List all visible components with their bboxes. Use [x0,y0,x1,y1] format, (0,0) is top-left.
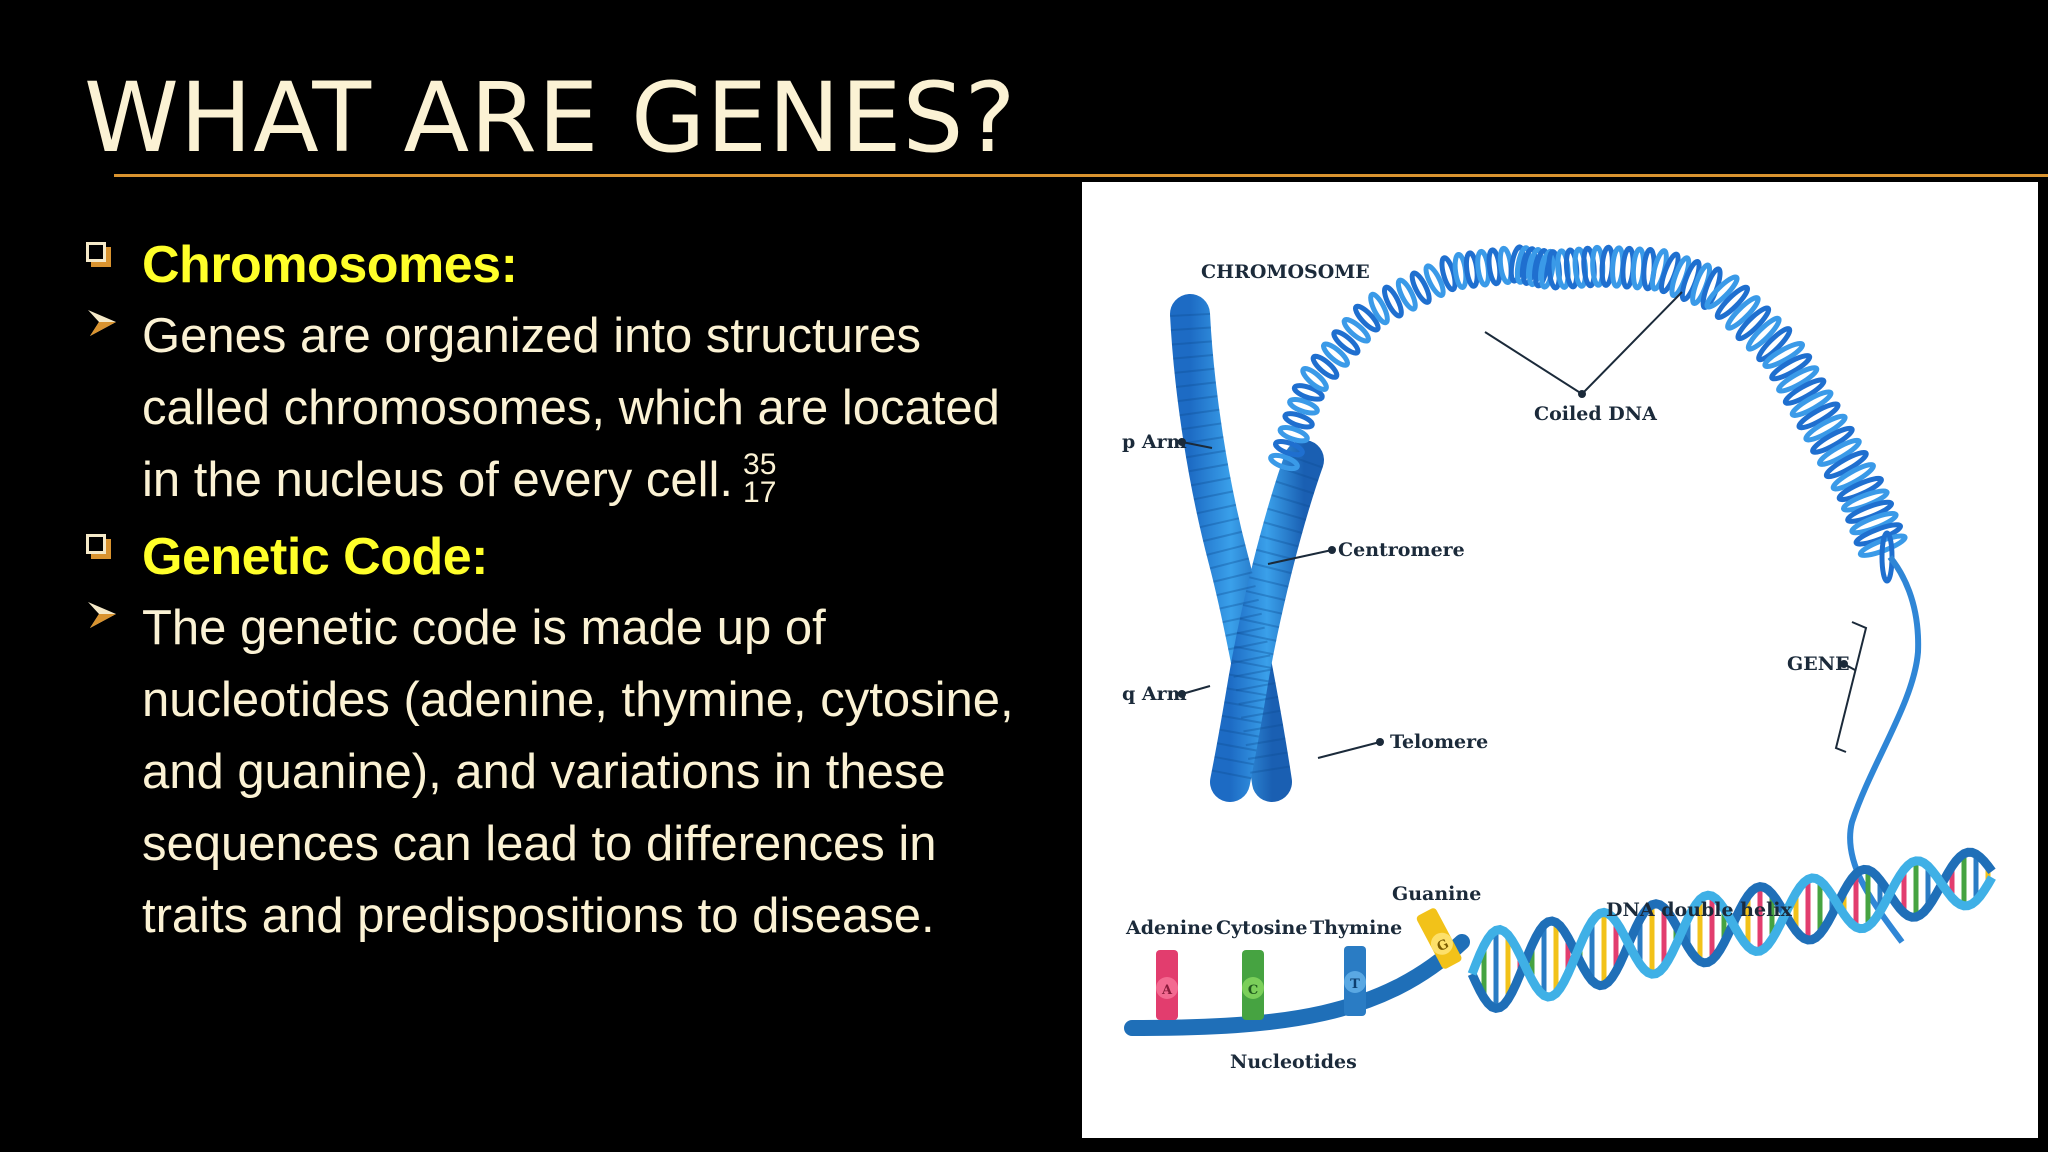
dna-coil-loop [1704,274,1740,310]
checkbox-bullet-icon [86,242,106,262]
dna-coil-loop [1341,317,1371,344]
label-nucleotides: Nucleotides [1230,1051,1357,1073]
nucleotide-thymine: T [1344,946,1366,1016]
dna-coil-loop [1291,383,1325,402]
label-guanine: Guanine [1392,883,1481,905]
dna-coil-loop [1836,475,1884,503]
helix-backbone [1467,856,1996,1002]
base-letter-t: T [1350,977,1360,992]
dna-double-helix-illustration [1467,847,1996,1014]
label-gene: GENE [1787,653,1850,675]
coiled-dna-illustration [1268,244,1908,584]
dna-strand [1847,555,1922,944]
dna-coil-loop [1352,303,1381,333]
dna-coil-loop [1287,397,1320,416]
heading-text: Chromosomes: [142,236,518,294]
label-p-arm: p Arm [1122,431,1187,453]
slide-title: WHAT ARE GENES? [84,62,1017,174]
body-text: Genes are organized into structures call… [142,300,1036,516]
citation-top: 35 [743,448,777,482]
title-underline [114,174,2048,177]
arrow-bullet-icon [88,310,116,336]
nucleotide-cytosine: C [1242,950,1264,1020]
dna-coil-loop [1533,248,1550,289]
dna-coil-loop [1310,353,1340,380]
dna-coil-loop [1395,277,1418,312]
label-cytosine: Cytosine [1216,917,1307,939]
heading-text: Genetic Code: [142,528,489,586]
body-text-content: Genes are organized into structures call… [142,309,1000,507]
dna-coil-loop [1776,365,1820,394]
dna-coil-loop [1769,353,1813,382]
bullet-heading-chromosomes: Chromosomes: [86,230,1036,300]
dna-coil-loop [1745,315,1782,352]
nucleotide-adenine: A [1156,950,1178,1020]
dna-coil-loop [1810,425,1855,455]
dna-coil-loop [1782,377,1827,406]
nucleotide-guanine: G [1416,908,1462,969]
dna-coil-loop [1272,438,1305,458]
dna-coil-loop [1817,437,1862,467]
dna-coil-loop [1830,462,1876,492]
label-adenine: Adenine [1125,917,1213,939]
bullet-body-genetic-code: The genetic code is made up of nucleotid… [86,592,1036,952]
dna-coil-loop [1762,340,1806,370]
dna-coil-loop [1409,270,1432,305]
bullet-heading-genetic-code: Genetic Code: [86,522,1036,592]
label-thymine: Thymine [1310,917,1402,939]
bullet-list: Chromosomes: Genes are organized into st… [86,230,1036,958]
chromosome-illustration [1170,294,1324,802]
dna-coil-loop [1756,326,1793,363]
arrow-bullet-icon [88,602,116,628]
label-telomere: Telomere [1390,731,1488,753]
nucleotide-strand [1124,934,1470,1036]
base-letter-a: A [1161,983,1173,998]
dna-coil-loop [1796,401,1841,431]
label-dna-double-helix: DNA double helix [1606,899,1793,921]
dna-coil-loop [1321,341,1350,368]
dna-coil-loop [1735,305,1772,342]
dna-coil-loop [1368,291,1390,326]
base-letter-c: C [1248,983,1258,998]
bullet-body-chromosomes: Genes are organized into structures call… [86,300,1036,516]
citation-bottom: 17 [743,476,777,510]
dna-coil-loop [1381,284,1404,319]
dna-coil-loop [1803,413,1848,443]
dna-coil-loop [1331,329,1361,356]
dna-coil-loop [1300,366,1329,392]
dna-coil-loop [1282,411,1315,430]
body-text: The genetic code is made up of nucleotid… [142,601,1014,943]
dna-diagram-panel: A C T G CHROMOSOME p Arm q [1082,182,2038,1138]
dna-coil-loop [1725,295,1761,331]
label-centromere: Centromere [1338,539,1465,561]
dna-coil-loop [1277,425,1310,444]
dna-coil-loop [1823,449,1869,480]
dna-diagram: A C T G CHROMOSOME p Arm q [1122,244,1996,1073]
checkbox-bullet-icon [86,534,106,554]
label-q-arm: q Arm [1122,683,1187,705]
dna-coil-loop [1423,263,1446,298]
dna-coil-loop [1789,389,1834,418]
label-chromosome: CHROMOSOME [1201,261,1370,283]
dna-coil-loop [1268,452,1300,472]
dna-coil-loop [1714,284,1751,321]
label-coiled-dna: Coiled DNA [1534,403,1657,425]
